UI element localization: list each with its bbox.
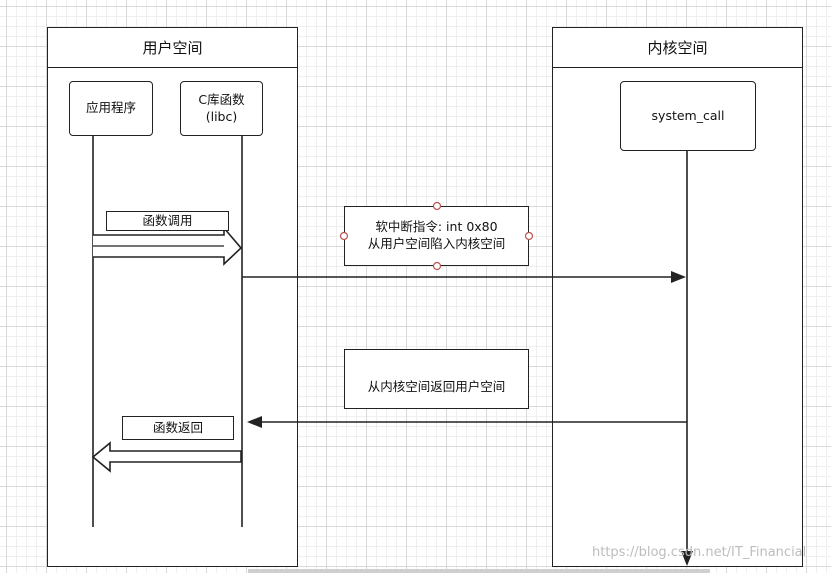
system-call-actor[interactable]: system_call	[620, 81, 756, 151]
libc-actor[interactable]: C库函数 (libc)	[180, 81, 263, 136]
kernel-return-label: 从内核空间返回用户空间	[367, 379, 506, 395]
function-return-label-box[interactable]: 函数返回	[122, 416, 234, 440]
horizontal-scrollbar[interactable]	[248, 569, 710, 573]
function-call-label-box[interactable]: 函数调用	[106, 211, 229, 231]
application-actor[interactable]: 应用程序	[69, 81, 153, 136]
function-call-label: 函数调用	[142, 212, 193, 228]
soft-interrupt-label-box[interactable]: 软中断指令: int 0x80 从用户空间陷入内核空间	[344, 206, 529, 266]
application-label: 应用程序	[85, 100, 136, 116]
kernel-return-label-box[interactable]: 从内核空间返回用户空间	[344, 349, 529, 409]
kernel-space-lane[interactable]: 内核空间	[552, 27, 803, 567]
soft-interrupt-label: 软中断指令: int 0x80 从用户空间陷入内核空间	[367, 219, 506, 251]
watermark: https://blog.csdn.net/IT_Financial	[592, 545, 807, 560]
libc-label: C库函数 (libc)	[198, 91, 245, 124]
system-call-label: system_call	[651, 107, 725, 123]
function-return-label: 函数返回	[152, 419, 203, 435]
kernel-space-title: 内核空间	[553, 28, 802, 68]
user-space-title: 用户空间	[48, 28, 297, 68]
